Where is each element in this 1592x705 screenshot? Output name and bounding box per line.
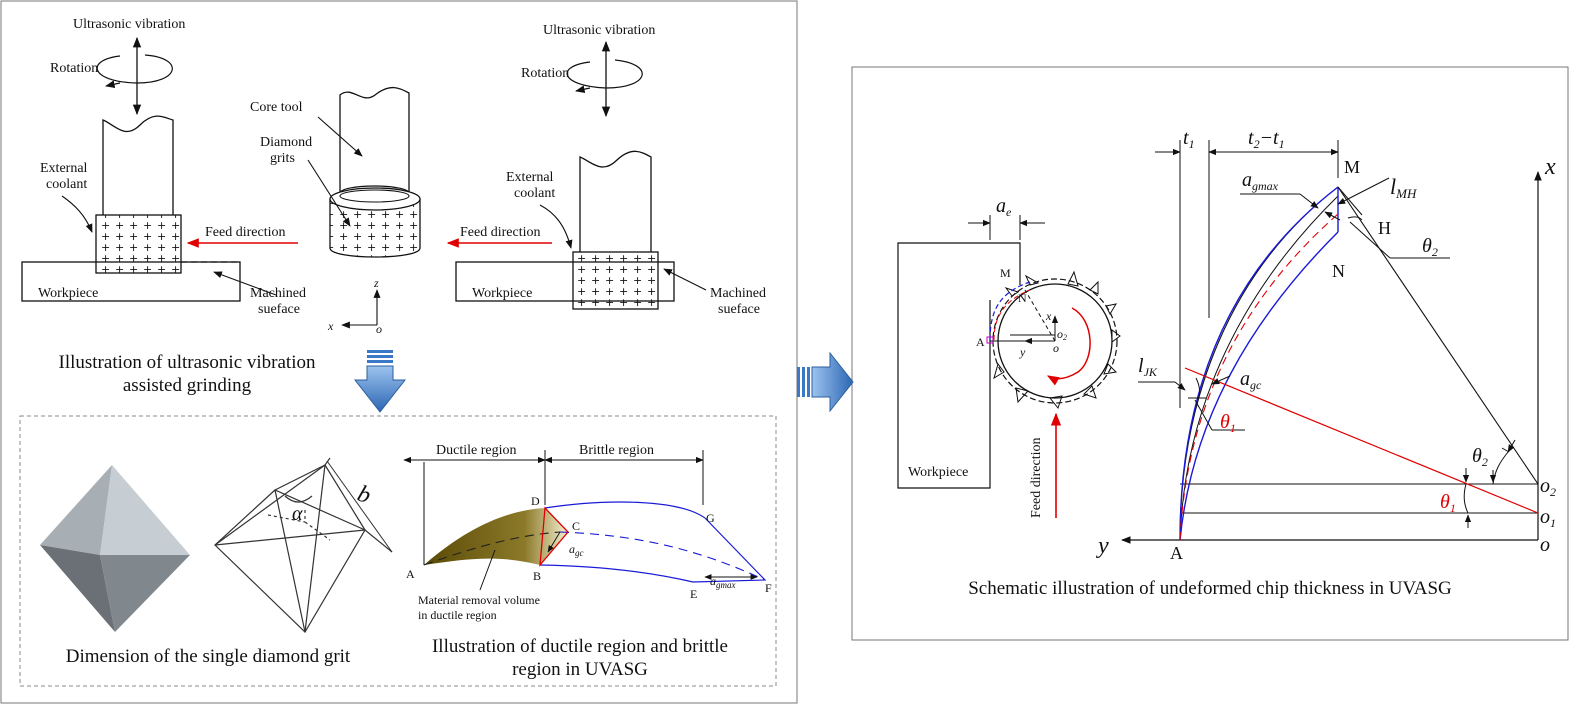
left-machined-label-2: sueface: [258, 302, 300, 317]
n-label: N: [1332, 261, 1345, 281]
right-workpiece-label: Workpiece: [472, 286, 532, 301]
left-ultrasonic-label: Ultrasonic vibration: [73, 17, 185, 32]
wire-octahedron: [214, 457, 393, 633]
left-workpiece-label: Workpiece: [38, 286, 98, 301]
uvag-caption-line1: Illustration of ultrasonic vibration: [59, 352, 316, 373]
m-label: M: [1344, 157, 1360, 177]
uvag-left-assembly: [21, 36, 298, 302]
o2-label: o2: [1540, 475, 1556, 499]
ductile-region-label: Ductile region: [436, 443, 516, 458]
lmh-label: lMH: [1390, 174, 1417, 201]
point-f-label: F: [765, 581, 772, 595]
x-axis-label: x: [1544, 154, 1556, 180]
core-tool-drawing: [307, 86, 421, 329]
left-machined-label-1: Machined: [250, 286, 306, 301]
agc-label: agc: [1240, 368, 1262, 392]
grit-caption: Dimension of the single diamond grit: [66, 646, 351, 667]
agmax-label: agmax: [1242, 169, 1279, 193]
right-panel-frame: [851, 66, 1569, 641]
right-coolant-label-1: External: [506, 170, 554, 185]
uvag-caption-line2: assisted grinding: [123, 375, 252, 396]
chip-wheel-drawing: [897, 215, 1121, 518]
theta1-top-label: θ1: [1220, 411, 1236, 435]
down-arrow-icon: [353, 350, 407, 413]
solid-octahedron: [40, 465, 190, 632]
a-label: A: [1170, 543, 1183, 563]
point-e-label: E: [690, 587, 697, 601]
alpha-label: α: [292, 503, 303, 525]
b-label: b: [354, 481, 374, 510]
small-y-label: y: [1019, 345, 1026, 359]
small-a-label: A: [976, 335, 985, 349]
diamond-grits-label-1: Diamond: [260, 135, 312, 150]
lower-panel-frame: [19, 415, 777, 687]
regions-caption-line1: Illustration of ductile region and britt…: [432, 636, 728, 657]
left-feed-label: Feed direction: [205, 225, 285, 240]
left-coolant-label-1: External: [40, 161, 88, 176]
right-machined-label-2: sueface: [718, 302, 760, 317]
right-feed-label: Feed direction: [460, 225, 540, 240]
y-axis-label: y: [1096, 533, 1109, 559]
ae-label: ae: [996, 195, 1012, 219]
small-o-label: o: [1053, 341, 1059, 355]
small-m-label: M: [1000, 266, 1011, 280]
right-machined-label-1: Machined: [710, 286, 766, 301]
right-ultrasonic-label: Ultrasonic vibration: [543, 23, 655, 38]
point-a-label: A: [406, 567, 415, 581]
chip-geometry: [1121, 140, 1542, 544]
region-agc-label: agc: [569, 542, 584, 558]
left-rotation-label: Rotation: [50, 61, 98, 76]
t1-label: t1: [1183, 127, 1195, 151]
uvag-right-assembly: [446, 40, 707, 310]
right-rotation-label: Rotation: [521, 66, 569, 81]
axis-o-label: o: [376, 322, 382, 336]
volume-label-line1: Material removal volume: [418, 593, 540, 607]
region-agmax-label: agmax: [710, 574, 736, 590]
small-x-label: x: [1045, 309, 1052, 323]
core-tool-label: Core tool: [250, 100, 303, 115]
point-b-label: B: [533, 569, 541, 583]
theta2-bottom-label: θ2: [1472, 445, 1488, 469]
o-label: o: [1540, 534, 1550, 556]
point-c-label: C: [572, 519, 580, 533]
brittle-region-label: Brittle region: [579, 443, 654, 458]
chip-caption: Schematic illustration of undeformed chi…: [968, 578, 1452, 599]
axis-z-label: z: [373, 276, 379, 290]
ljk-label: lJK: [1138, 355, 1158, 379]
right-coolant-label-2: coolant: [514, 186, 555, 201]
theta2-top-label: θ2: [1422, 235, 1438, 259]
chip-workpiece-label: Workpiece: [908, 465, 968, 480]
point-d-label: D: [531, 494, 540, 508]
small-o2-label: o2: [1057, 327, 1067, 342]
t2t1-label: t2−t1: [1248, 127, 1285, 151]
left-coolant-label-2: coolant: [46, 177, 87, 192]
right-arrow-icon: [797, 351, 854, 413]
axis-x-label: x: [327, 319, 334, 333]
theta1-bottom-label: θ1: [1440, 491, 1456, 515]
regions-caption-line2: region in UVASG: [512, 659, 648, 680]
diamond-grits-label-2: grits: [270, 151, 295, 166]
chip-feed-label: Feed direction: [1029, 438, 1044, 518]
region-diagram: [403, 450, 767, 591]
small-n-label: N: [1018, 291, 1027, 305]
left-panel-frame: [0, 0, 798, 704]
h-label: H: [1378, 218, 1391, 238]
o1-label: o1: [1540, 506, 1556, 530]
volume-label-line2: in ductile region: [418, 608, 497, 622]
point-g-label: G: [706, 511, 715, 525]
